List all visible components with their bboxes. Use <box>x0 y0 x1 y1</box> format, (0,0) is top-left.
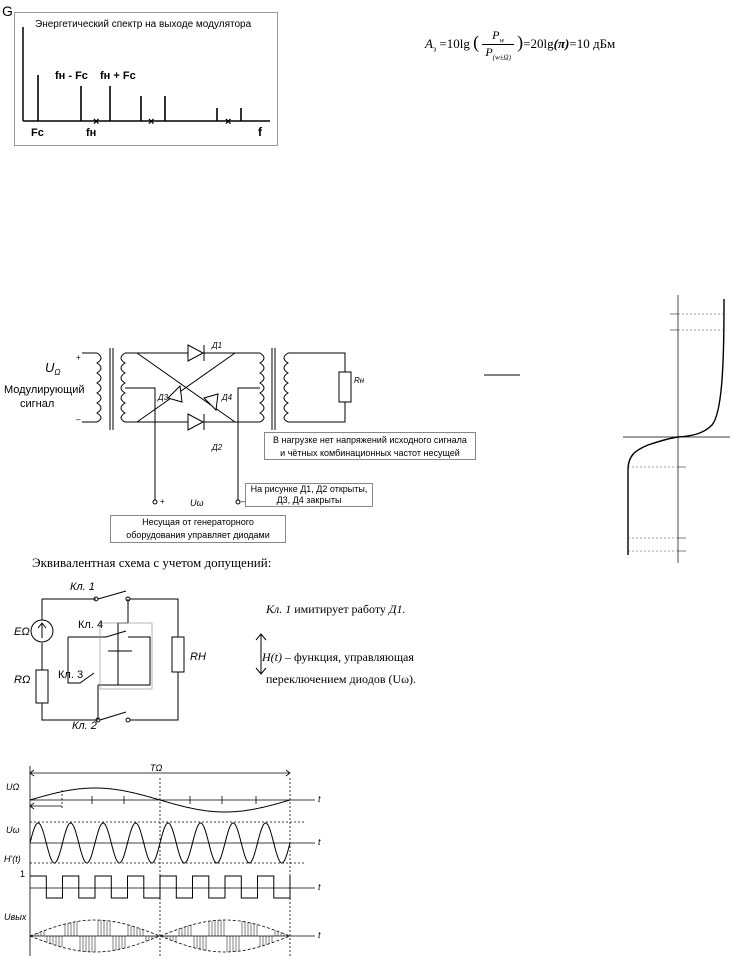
svg-text:+: + <box>160 497 165 506</box>
switching-function <box>30 875 291 899</box>
formula-fraction: Pw P(w±Ω) <box>482 28 514 62</box>
timing-svg: TΩ UΩ Uω H'(t) 1 Uвых t t t t <box>4 763 321 956</box>
x-label-fn: fн <box>86 127 96 139</box>
input-u-label: UΩ <box>45 360 60 377</box>
source-e <box>30 619 54 643</box>
diode-d1 <box>187 344 205 362</box>
note2-text: – функция, управляющая <box>282 650 414 664</box>
ring-circuit-svg: Д1 Д2 Д3 Д4 Rн Uω +– +– UΩ Модулирующий … <box>4 341 547 508</box>
svg-text:+: + <box>76 353 81 362</box>
timing-diagrams: TΩ UΩ Uω H'(t) 1 Uвых t t t t <box>0 760 340 959</box>
formula-lhs: A <box>425 35 433 51</box>
mod-label-1: Модулирующий <box>4 384 85 396</box>
t-axis-2: t <box>318 837 321 847</box>
kl2-label: Кл. 2 <box>72 720 97 732</box>
label-u-out: Uвых <box>4 912 27 922</box>
output-envelope-upper <box>29 919 291 953</box>
note-carrier: Несущая от генераторного оборудования уп… <box>110 515 286 543</box>
diodes <box>167 344 219 431</box>
x-mark-3: × <box>225 116 231 128</box>
t-axis-3: t <box>318 882 321 892</box>
formula-den-sub: (w±Ω) <box>492 53 511 62</box>
note-diodes: На рисунке Д1, Д2 открыты, Д3, Д4 закрыт… <box>245 483 373 507</box>
formula-eq2: =20lg <box>523 35 554 51</box>
double-arrow-icon <box>255 633 267 675</box>
label-d1: Д1 <box>211 341 222 350</box>
x-label-fc: Fc <box>31 127 44 139</box>
equiv-circuit: Кл. 1 Кл. 2 Кл. 3 Кл. 4 EΩ RΩ RН <box>0 575 240 735</box>
note-diodes-line1: На рисунке Д1, Д2 открыты, <box>250 484 368 494</box>
label-one: 1 <box>20 869 25 879</box>
note1-d1: Д1. <box>388 602 406 616</box>
rn-label: RН <box>190 651 206 663</box>
resistor-rn <box>171 636 185 673</box>
carrier-wave <box>29 822 291 864</box>
label-u-w: Uω <box>6 825 20 835</box>
output-hatching <box>31 920 288 952</box>
note1-text: имитирует работу <box>291 602 389 616</box>
svg-text:–: – <box>76 415 81 424</box>
label-d3: Д3 <box>157 393 169 402</box>
label-rn: Rн <box>354 376 365 385</box>
label-upper-band: fн + Fc <box>100 70 136 82</box>
note-carrier-line2: оборудования управляет диодами <box>126 530 270 540</box>
diode-d2 <box>187 413 205 431</box>
spectrum-title: Энергетический спектр на выходе модулято… <box>35 19 252 30</box>
diode-characteristic <box>608 295 733 563</box>
note-load-line1: В нагрузке нет напряжений исходного сигн… <box>273 435 467 445</box>
e-omega-label: EΩ <box>14 626 30 638</box>
formula-result: =10 дБм <box>569 35 616 51</box>
spectrum-figure: Энергетический спектр на выходе модулято… <box>14 12 278 146</box>
u-omega-wave <box>29 787 291 813</box>
spectral-lines <box>37 75 242 121</box>
label-h-t: H'(t) <box>4 854 21 864</box>
x-mark-2: × <box>148 116 154 128</box>
x-mark-1: × <box>93 116 99 128</box>
note2-ht: H(t) <box>262 650 282 664</box>
note1-kl1: Кл. 1 <box>266 602 292 616</box>
formula-num: P <box>492 28 500 42</box>
formula-den: P <box>485 45 493 60</box>
kl3-label: Кл. 3 <box>58 669 83 681</box>
formula-pi: (π) <box>553 35 570 51</box>
corner-letter: G <box>2 3 13 19</box>
equiv-note-3: переключением диодов (Uω). <box>266 672 417 686</box>
kl4-label: Кл. 4 <box>78 619 103 631</box>
formula-num-sub: w <box>499 36 505 45</box>
note-diodes-line2: Д3, Д4 закрыты <box>276 495 342 505</box>
formula: Aз =10lg ( Pw P(w±Ω) )=20lg(π)=10 дБм <box>425 28 616 62</box>
label-lower-band: fн - Fc <box>55 70 88 82</box>
label-t-omega: TΩ <box>150 763 162 773</box>
load-resistor <box>338 371 352 403</box>
label-d4: Д4 <box>221 393 233 402</box>
diode-characteristic-svg <box>623 295 730 563</box>
t-axis-4: t <box>318 930 321 940</box>
output-envelope-lower <box>29 919 291 953</box>
diode-d3 <box>167 384 183 403</box>
equiv-heading: Эквивалентная схема с учетом допущений: <box>32 555 272 570</box>
r-omega-label: RΩ <box>14 674 30 686</box>
spectrum-svg: Энергетический спектр на выходе модулято… <box>22 19 270 139</box>
formula-eq1: =10lg <box>439 35 470 51</box>
note-load: В нагрузке нет напряжений исходного сигн… <box>264 432 476 460</box>
svg-text:–: – <box>241 497 246 506</box>
kl1-label: Кл. 1 <box>70 581 95 593</box>
resistor-romega <box>35 669 49 704</box>
label-d2: Д2 <box>211 443 223 452</box>
formula-lhs-sub: з <box>432 44 437 54</box>
note-load-line2: и чётных комбинационных частот несущей <box>280 448 460 458</box>
label-uw: Uω <box>190 498 204 508</box>
equiv-note-1: Кл. 1 имитирует работу Д1. <box>266 602 406 617</box>
t-axis-1: t <box>318 794 321 804</box>
equiv-circuit-svg: Кл. 1 Кл. 2 Кл. 3 Кл. 4 EΩ RΩ RН <box>14 581 206 732</box>
label-u-omega: UΩ <box>6 782 19 792</box>
ring-circuit: Д1 Д2 Д3 Д4 Rн Uω +– +– UΩ Модулирующий … <box>0 290 547 550</box>
equiv-note-2: H(t) – функция, управляющая <box>262 650 414 665</box>
note-carrier-line1: Несущая от генераторного <box>142 517 254 527</box>
diode-d4 <box>203 393 219 412</box>
mod-label-2: сигнал <box>20 398 54 410</box>
x-label-f: f <box>258 125 263 139</box>
